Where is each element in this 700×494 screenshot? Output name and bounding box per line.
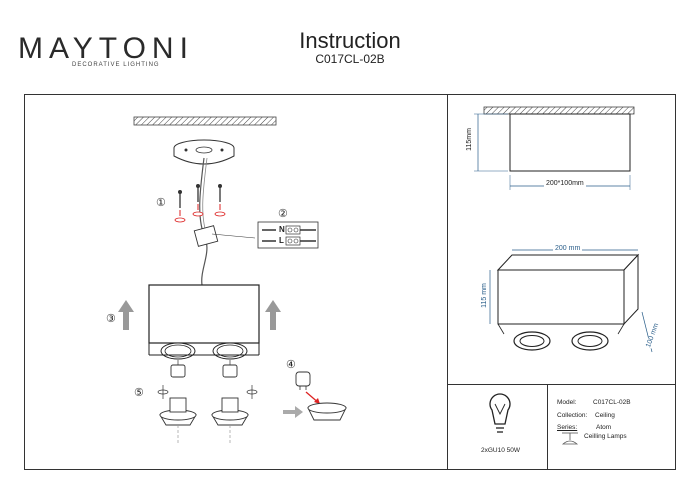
spec-collection-value: Ceiling bbox=[595, 412, 615, 419]
dim-top-height: 115mm bbox=[465, 128, 473, 151]
step-2-label: ② bbox=[278, 208, 288, 220]
lamp-body-icon bbox=[148, 284, 260, 360]
step-5-label: ⑤ bbox=[134, 387, 144, 399]
arrow-right-icon bbox=[283, 406, 303, 418]
model-code: C017CL-02B bbox=[315, 52, 385, 66]
brand-logo: MAYTONI bbox=[18, 32, 194, 65]
panel-divider-vertical bbox=[447, 94, 449, 470]
arrow-up-icon bbox=[118, 300, 281, 330]
bulb-spec-label: 2xGU10 50W bbox=[481, 447, 521, 454]
spec-divider bbox=[547, 384, 549, 470]
screw-icon bbox=[174, 184, 226, 223]
brand-tagline: DECORATIVE LIGHTING bbox=[72, 62, 160, 68]
bulb-spec-icon bbox=[489, 393, 511, 433]
wire-live-label: L bbox=[279, 236, 284, 245]
spec-model-value: C017CL-02B bbox=[593, 399, 631, 406]
instruction-frame bbox=[24, 94, 676, 470]
front-view-icon bbox=[509, 113, 631, 172]
panel-divider-horizontal bbox=[447, 384, 676, 386]
ceiling-lamp-icon bbox=[561, 432, 579, 445]
ceiling-hatch bbox=[133, 116, 277, 126]
page-title: Instruction bbox=[299, 28, 401, 53]
dim-iso-height: 115 mm bbox=[480, 283, 488, 308]
wire-neutral-label: N bbox=[279, 225, 285, 234]
gu10-bulb-icon bbox=[170, 360, 238, 378]
mounting-plate-icon bbox=[173, 139, 235, 165]
step-3-label: ③ bbox=[106, 313, 116, 325]
bulb-insert-icon bbox=[295, 371, 347, 421]
spot-holder-icon bbox=[159, 397, 249, 445]
spec-series-value: Atom bbox=[596, 424, 612, 431]
step-4-label: ④ bbox=[286, 359, 296, 371]
rotate-icon bbox=[157, 385, 258, 399]
isometric-view-icon bbox=[496, 253, 640, 351]
step-1-label: ① bbox=[156, 197, 166, 209]
spec-series-label: Series: bbox=[557, 424, 578, 431]
wiring-detail-icon bbox=[257, 221, 319, 249]
dim-iso-width: 200 mm bbox=[553, 245, 583, 252]
terminal-block-icon bbox=[193, 225, 256, 247]
dim-top-footprint: 200*100mm bbox=[544, 180, 586, 187]
ceiling-hatch-right bbox=[483, 106, 635, 115]
spec-model-label: Model: bbox=[557, 399, 577, 406]
spec-type-value: Ceilling Lamps bbox=[584, 433, 627, 440]
spec-collection-label: Collection: bbox=[557, 412, 588, 419]
